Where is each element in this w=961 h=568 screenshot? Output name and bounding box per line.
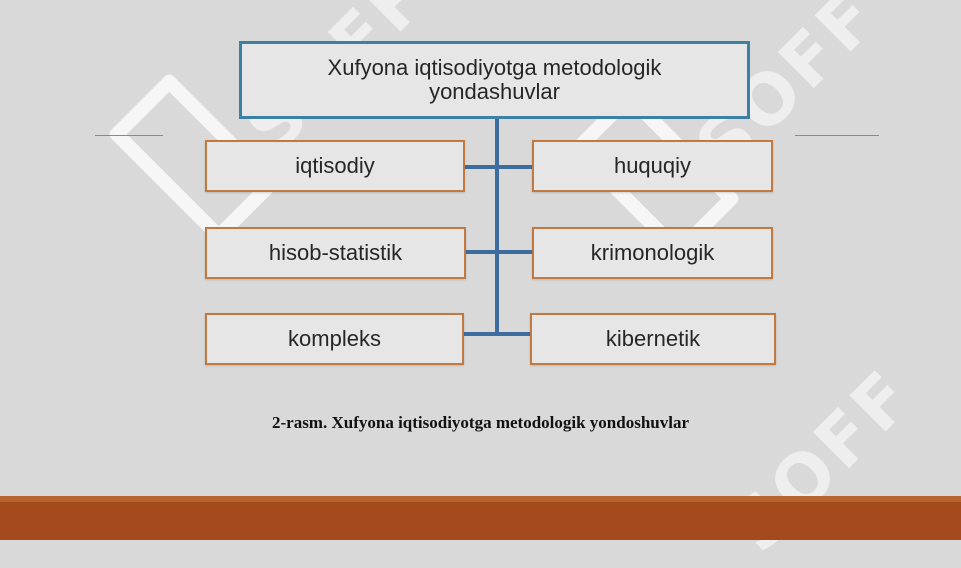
connector-trunk xyxy=(495,119,499,335)
connector-row-2 xyxy=(464,250,533,254)
node-hisob-statistik: hisob-statistik xyxy=(205,227,466,279)
connector-row-1 xyxy=(464,165,533,169)
decorative-line-left xyxy=(95,135,163,136)
figure-caption: 2-rasm. Xufyona iqtisodiyotga metodologi… xyxy=(271,413,690,432)
decorative-line-right xyxy=(795,135,879,136)
node-kompleks: kompleks xyxy=(205,313,464,365)
node-iqtisodiy: iqtisodiy xyxy=(205,140,465,192)
root-node: Xufyona iqtisodiyotga metodologik yondas… xyxy=(239,41,750,119)
node-krimonologik: krimonologik xyxy=(532,227,773,279)
node-kibernetik: kibernetik xyxy=(530,313,776,365)
footer-band xyxy=(0,496,961,540)
node-huquqiy: huquqiy xyxy=(532,140,773,192)
connector-row-3 xyxy=(464,332,531,336)
